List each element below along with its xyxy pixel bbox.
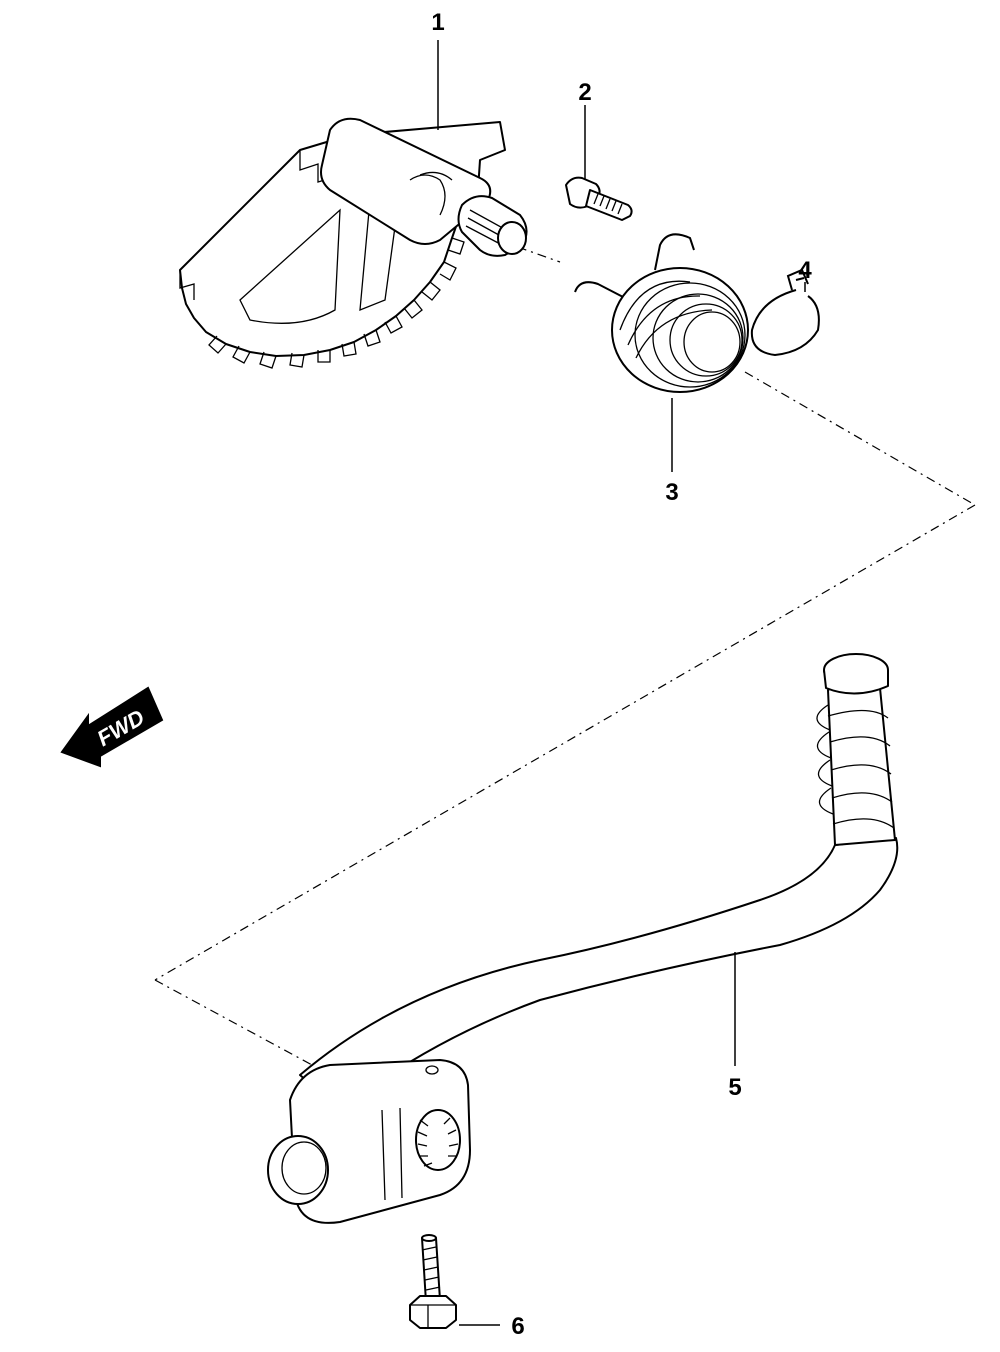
kick-lever-part-5 <box>267 653 899 1224</box>
callout-labels: 1 2 3 4 5 6 <box>431 9 812 1340</box>
callout-5: 5 <box>728 1074 741 1101</box>
forward-direction-arrow: FWD <box>60 686 164 768</box>
callout-2: 2 <box>578 79 591 106</box>
circlip-part-4 <box>750 268 820 357</box>
clamp-bolt-part-6 <box>409 1234 457 1329</box>
callout-6: 6 <box>511 1313 524 1340</box>
bolt-part-2 <box>565 176 633 221</box>
callout-4: 4 <box>798 257 812 284</box>
kick-starter-gear-part <box>179 117 528 369</box>
leader-lines <box>437 40 806 1326</box>
assembly-centerline <box>154 239 976 1073</box>
torsion-spring-part-3 <box>574 233 749 393</box>
callout-3: 3 <box>665 479 678 506</box>
callout-1: 1 <box>431 9 444 36</box>
